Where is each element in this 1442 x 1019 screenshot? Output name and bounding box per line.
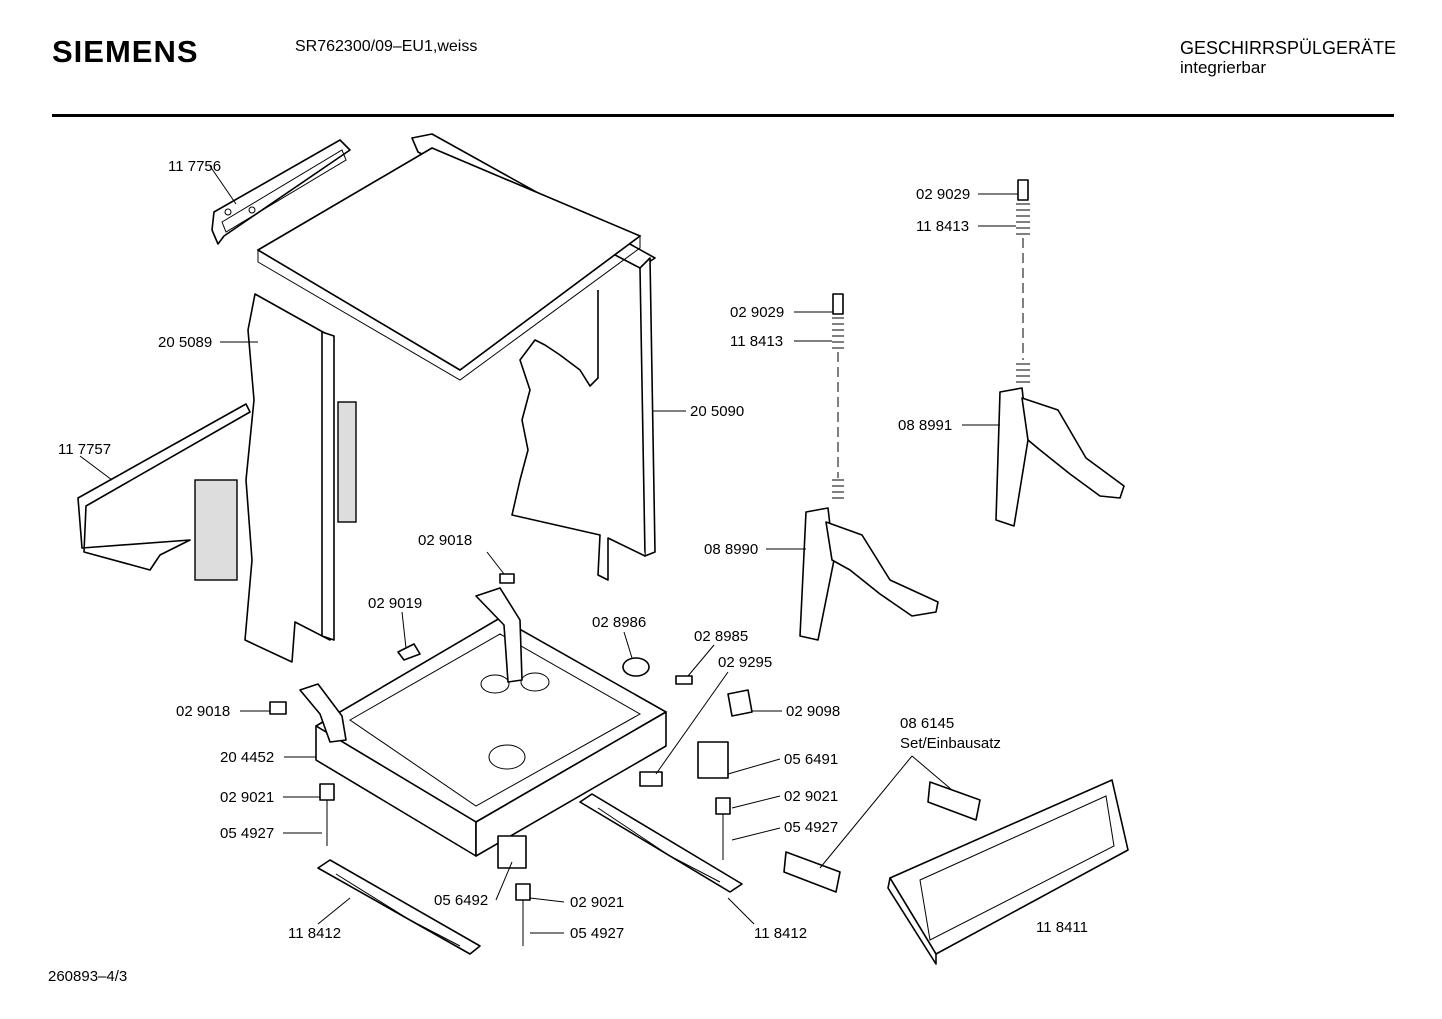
label-set-einbausatz: Set/Einbausatz [900, 735, 1001, 752]
label-029029-right: 02 9029 [916, 186, 970, 203]
label-029021-left: 02 9021 [220, 789, 274, 806]
label-028986: 02 8986 [592, 614, 646, 631]
label-029018-left: 02 9018 [176, 703, 230, 720]
label-029029-left: 02 9029 [730, 304, 784, 321]
hinge-right-assembly [995, 179, 1125, 527]
label-029018-top: 02 9018 [418, 532, 472, 549]
label-117756: 11 7756 [168, 158, 221, 175]
foot-rail-left [317, 859, 481, 955]
cabinet-top-and-side-panel [256, 133, 656, 581]
model-number: SR762300/09–EU1,weiss [295, 38, 478, 55]
label-118413-right: 11 8413 [916, 218, 969, 235]
label-118412-right: 11 8412 [754, 925, 807, 942]
leader-lines [79, 165, 1018, 934]
category-subtitle: integrierbar [1180, 58, 1266, 77]
drawing-code: 260893–4/3 [48, 968, 128, 985]
hinge-left-assembly [799, 293, 939, 641]
category-title: GESCHIRRSPÜLGERÄTE [1180, 38, 1397, 58]
label-029021-bottom: 02 9021 [570, 894, 624, 911]
label-117757: 11 7757 [58, 441, 111, 458]
door-panel-part [244, 293, 357, 663]
label-029098: 02 9098 [786, 703, 840, 720]
small-parts [269, 573, 981, 946]
kick-plate-part [887, 779, 1129, 965]
label-118413-left: 11 8413 [730, 333, 783, 350]
label-054927-left: 05 4927 [220, 825, 274, 842]
header-divider [52, 114, 1394, 117]
label-056492: 05 6492 [434, 892, 488, 909]
part-labels: 11 7756 20 5089 11 7757 20 5090 02 9029 … [58, 158, 1088, 942]
label-118412-left: 11 8412 [288, 925, 341, 942]
label-029019: 02 9019 [368, 595, 422, 612]
label-086145: 08 6145 [900, 715, 954, 732]
label-029021-right: 02 9021 [784, 788, 838, 805]
side-rail-part [77, 403, 251, 581]
label-118411: 11 8411 [1036, 919, 1088, 936]
label-028985: 02 8985 [694, 628, 748, 645]
label-088990: 08 8990 [704, 541, 758, 558]
label-054927-bottom: 05 4927 [570, 925, 624, 942]
foot-rail-right [579, 793, 743, 893]
label-205089: 20 5089 [158, 334, 212, 351]
label-029295: 02 9295 [718, 654, 772, 671]
base-tub-part [299, 587, 667, 857]
label-204452: 20 4452 [220, 749, 274, 766]
label-054927-right: 05 4927 [784, 819, 838, 836]
label-205090: 20 5090 [690, 403, 744, 420]
brand-logo: SIEMENS [52, 34, 199, 69]
label-088991: 08 8991 [898, 417, 952, 434]
top-rail-part [211, 139, 351, 245]
label-056491: 05 6491 [784, 751, 838, 768]
